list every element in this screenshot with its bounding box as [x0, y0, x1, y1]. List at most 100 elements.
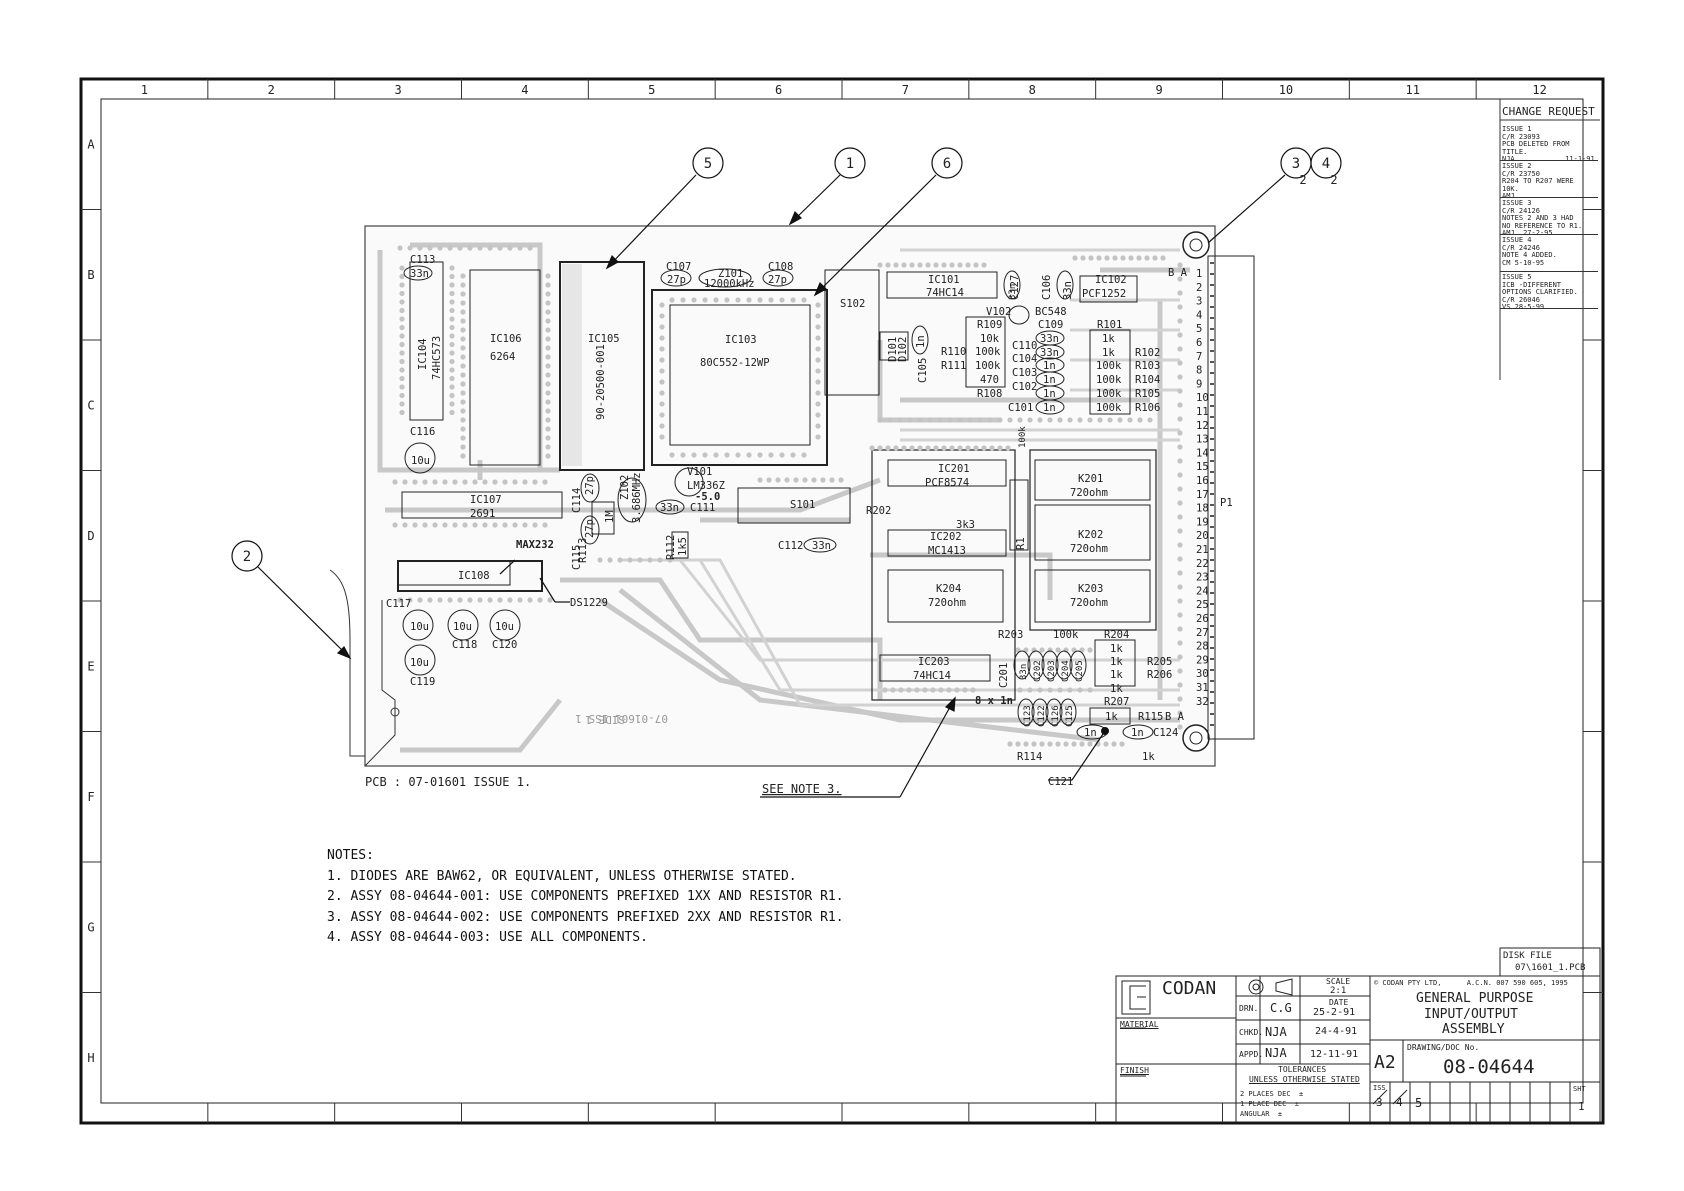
zone-row-label: H: [87, 1051, 94, 1065]
drawing-title-1: GENERAL PURPOSE: [1416, 991, 1534, 1006]
svg-text:B A: B A: [1165, 711, 1185, 723]
date-drn: 25-2-91: [1313, 1007, 1356, 1018]
svg-text:R104: R104: [1135, 374, 1160, 386]
leader-lines: [257, 174, 1286, 798]
svg-text:1k: 1k: [1110, 669, 1123, 681]
svg-text:10u: 10u: [411, 455, 430, 467]
svg-text:IC203: IC203: [918, 656, 950, 668]
callout-3: 3: [1292, 156, 1300, 172]
pin-number: 22: [1196, 558, 1209, 570]
svg-text:12000kHz: 12000kHz: [704, 278, 755, 290]
svg-text:P1: P1: [1220, 497, 1233, 509]
change-request-line: ISSUE 1: [1502, 125, 1532, 133]
title-block-lines: [1115, 947, 1601, 1123]
change-request-line: VS 28-5-99: [1502, 303, 1545, 309]
svg-text:33n: 33n: [1040, 347, 1059, 359]
svg-text:27p: 27p: [584, 519, 596, 538]
svg-text:1n: 1n: [1084, 727, 1097, 739]
svg-text:27p: 27p: [667, 274, 686, 286]
capacitor-ovals: [403, 265, 1154, 740]
svg-text:Z101: Z101: [718, 268, 743, 280]
zone-column-label: 8: [1029, 83, 1036, 97]
svg-text:C124: C124: [1153, 727, 1178, 739]
svg-text:1k: 1k: [1105, 711, 1118, 723]
svg-text:S102: S102: [840, 298, 865, 310]
note-item: 1. DIODES ARE BAW62, OR EQUIVALENT, UNLE…: [327, 868, 797, 884]
chkd-by: NJA: [1265, 1025, 1287, 1039]
change-request-title: CHANGE REQUEST: [1502, 105, 1595, 118]
pin-number: 15: [1196, 461, 1209, 473]
svg-text:100k: 100k: [1053, 629, 1079, 641]
pin-number: 4: [1196, 309, 1202, 321]
zone-column-label: 6: [775, 83, 782, 97]
svg-text:C109: C109: [1038, 319, 1063, 331]
component-outlines: [397, 261, 1157, 725]
zone-column-label: 12: [1532, 83, 1546, 97]
svg-text:100k: 100k: [1096, 374, 1122, 386]
zone-column-label: 1: [141, 83, 148, 97]
svg-text:IC105: IC105: [588, 333, 620, 345]
issue-strike-marks: [1372, 1089, 1408, 1105]
svg-text:K203: K203: [1078, 583, 1103, 595]
svg-text:1k: 1k: [1110, 683, 1123, 695]
svg-text:1M: 1M: [604, 510, 616, 523]
chkd-label: CHKD.: [1239, 1028, 1264, 1037]
callout-1: 1: [846, 156, 854, 172]
svg-text:2691: 2691: [470, 508, 495, 520]
svg-text:1k5: 1k5: [677, 537, 689, 556]
svg-text:27p: 27p: [768, 274, 787, 286]
pin-number: 20: [1196, 530, 1209, 542]
svg-text:C205: C205: [1075, 660, 1085, 682]
drn-by: C.G: [1270, 1001, 1292, 1015]
svg-text:C118: C118: [452, 639, 477, 651]
svg-text:R103: R103: [1135, 360, 1160, 372]
svg-text:SIDE 1: SIDE 1: [585, 713, 625, 726]
pad-dots: [392, 245, 1183, 747]
pin-number: 30: [1196, 668, 1209, 680]
change-request-line: TITLE.: [1502, 147, 1528, 156]
svg-text:R102: R102: [1135, 347, 1160, 359]
svg-text:1n: 1n: [1043, 374, 1056, 386]
svg-text:10u: 10u: [453, 621, 472, 633]
tolerance-1-place: 1 PLACE DEC ±: [1240, 1100, 1300, 1108]
change-request-line: C/R 24246: [1502, 243, 1540, 252]
svg-text:100k: 100k: [1096, 402, 1122, 414]
svg-text:33n: 33n: [1062, 281, 1074, 300]
svg-text:C105: C105: [917, 358, 929, 383]
svg-text:C122: C122: [1037, 705, 1047, 727]
svg-text:R205: R205: [1147, 656, 1172, 668]
svg-text:IC103: IC103: [725, 334, 757, 346]
connector-pin-numbers: 1234567891011121314151617181920212223242…: [1196, 268, 1209, 708]
svg-text:C116: C116: [410, 426, 435, 438]
pin-number: 2: [1196, 282, 1202, 294]
iss-5: 5: [1415, 1096, 1423, 1110]
svg-text:R101: R101: [1097, 319, 1122, 331]
unless-stated: UNLESS OTHERWISE STATED: [1249, 1075, 1360, 1084]
svg-text:R114: R114: [1017, 751, 1042, 763]
change-request-line: ISSUE 2: [1502, 162, 1532, 170]
svg-text:PCF1252: PCF1252: [1082, 288, 1126, 300]
svg-text:MAX232: MAX232: [516, 539, 554, 551]
zone-row-label: B: [87, 268, 94, 282]
zone-ticks: [81, 79, 1603, 1123]
component-labels: C113 33n IC104 74HC573 IC106 6264 IC105 …: [386, 254, 1233, 788]
svg-text:C125: C125: [1065, 705, 1075, 727]
svg-text:100k: 100k: [975, 360, 1001, 372]
svg-text:IC107: IC107: [470, 494, 502, 506]
drawing-title-2: INPUT/OUTPUT: [1424, 1007, 1518, 1022]
svg-text:PCF8574: PCF8574: [925, 477, 969, 489]
doc-number: 08-04644: [1443, 1056, 1535, 1078]
svg-text:IC202: IC202: [930, 531, 962, 543]
svg-text:R111: R111: [941, 360, 966, 372]
svg-text:K201: K201: [1078, 473, 1103, 485]
disk-file-value: 07\1601_1.PCB: [1515, 963, 1586, 973]
tolerance-angular: ANGULAR ±: [1240, 1110, 1283, 1118]
svg-text:C111: C111: [690, 502, 715, 514]
scale-label: SCALE: [1326, 977, 1351, 986]
pin-number: 5: [1196, 323, 1202, 335]
date-appd: 12-11-91: [1310, 1049, 1359, 1060]
